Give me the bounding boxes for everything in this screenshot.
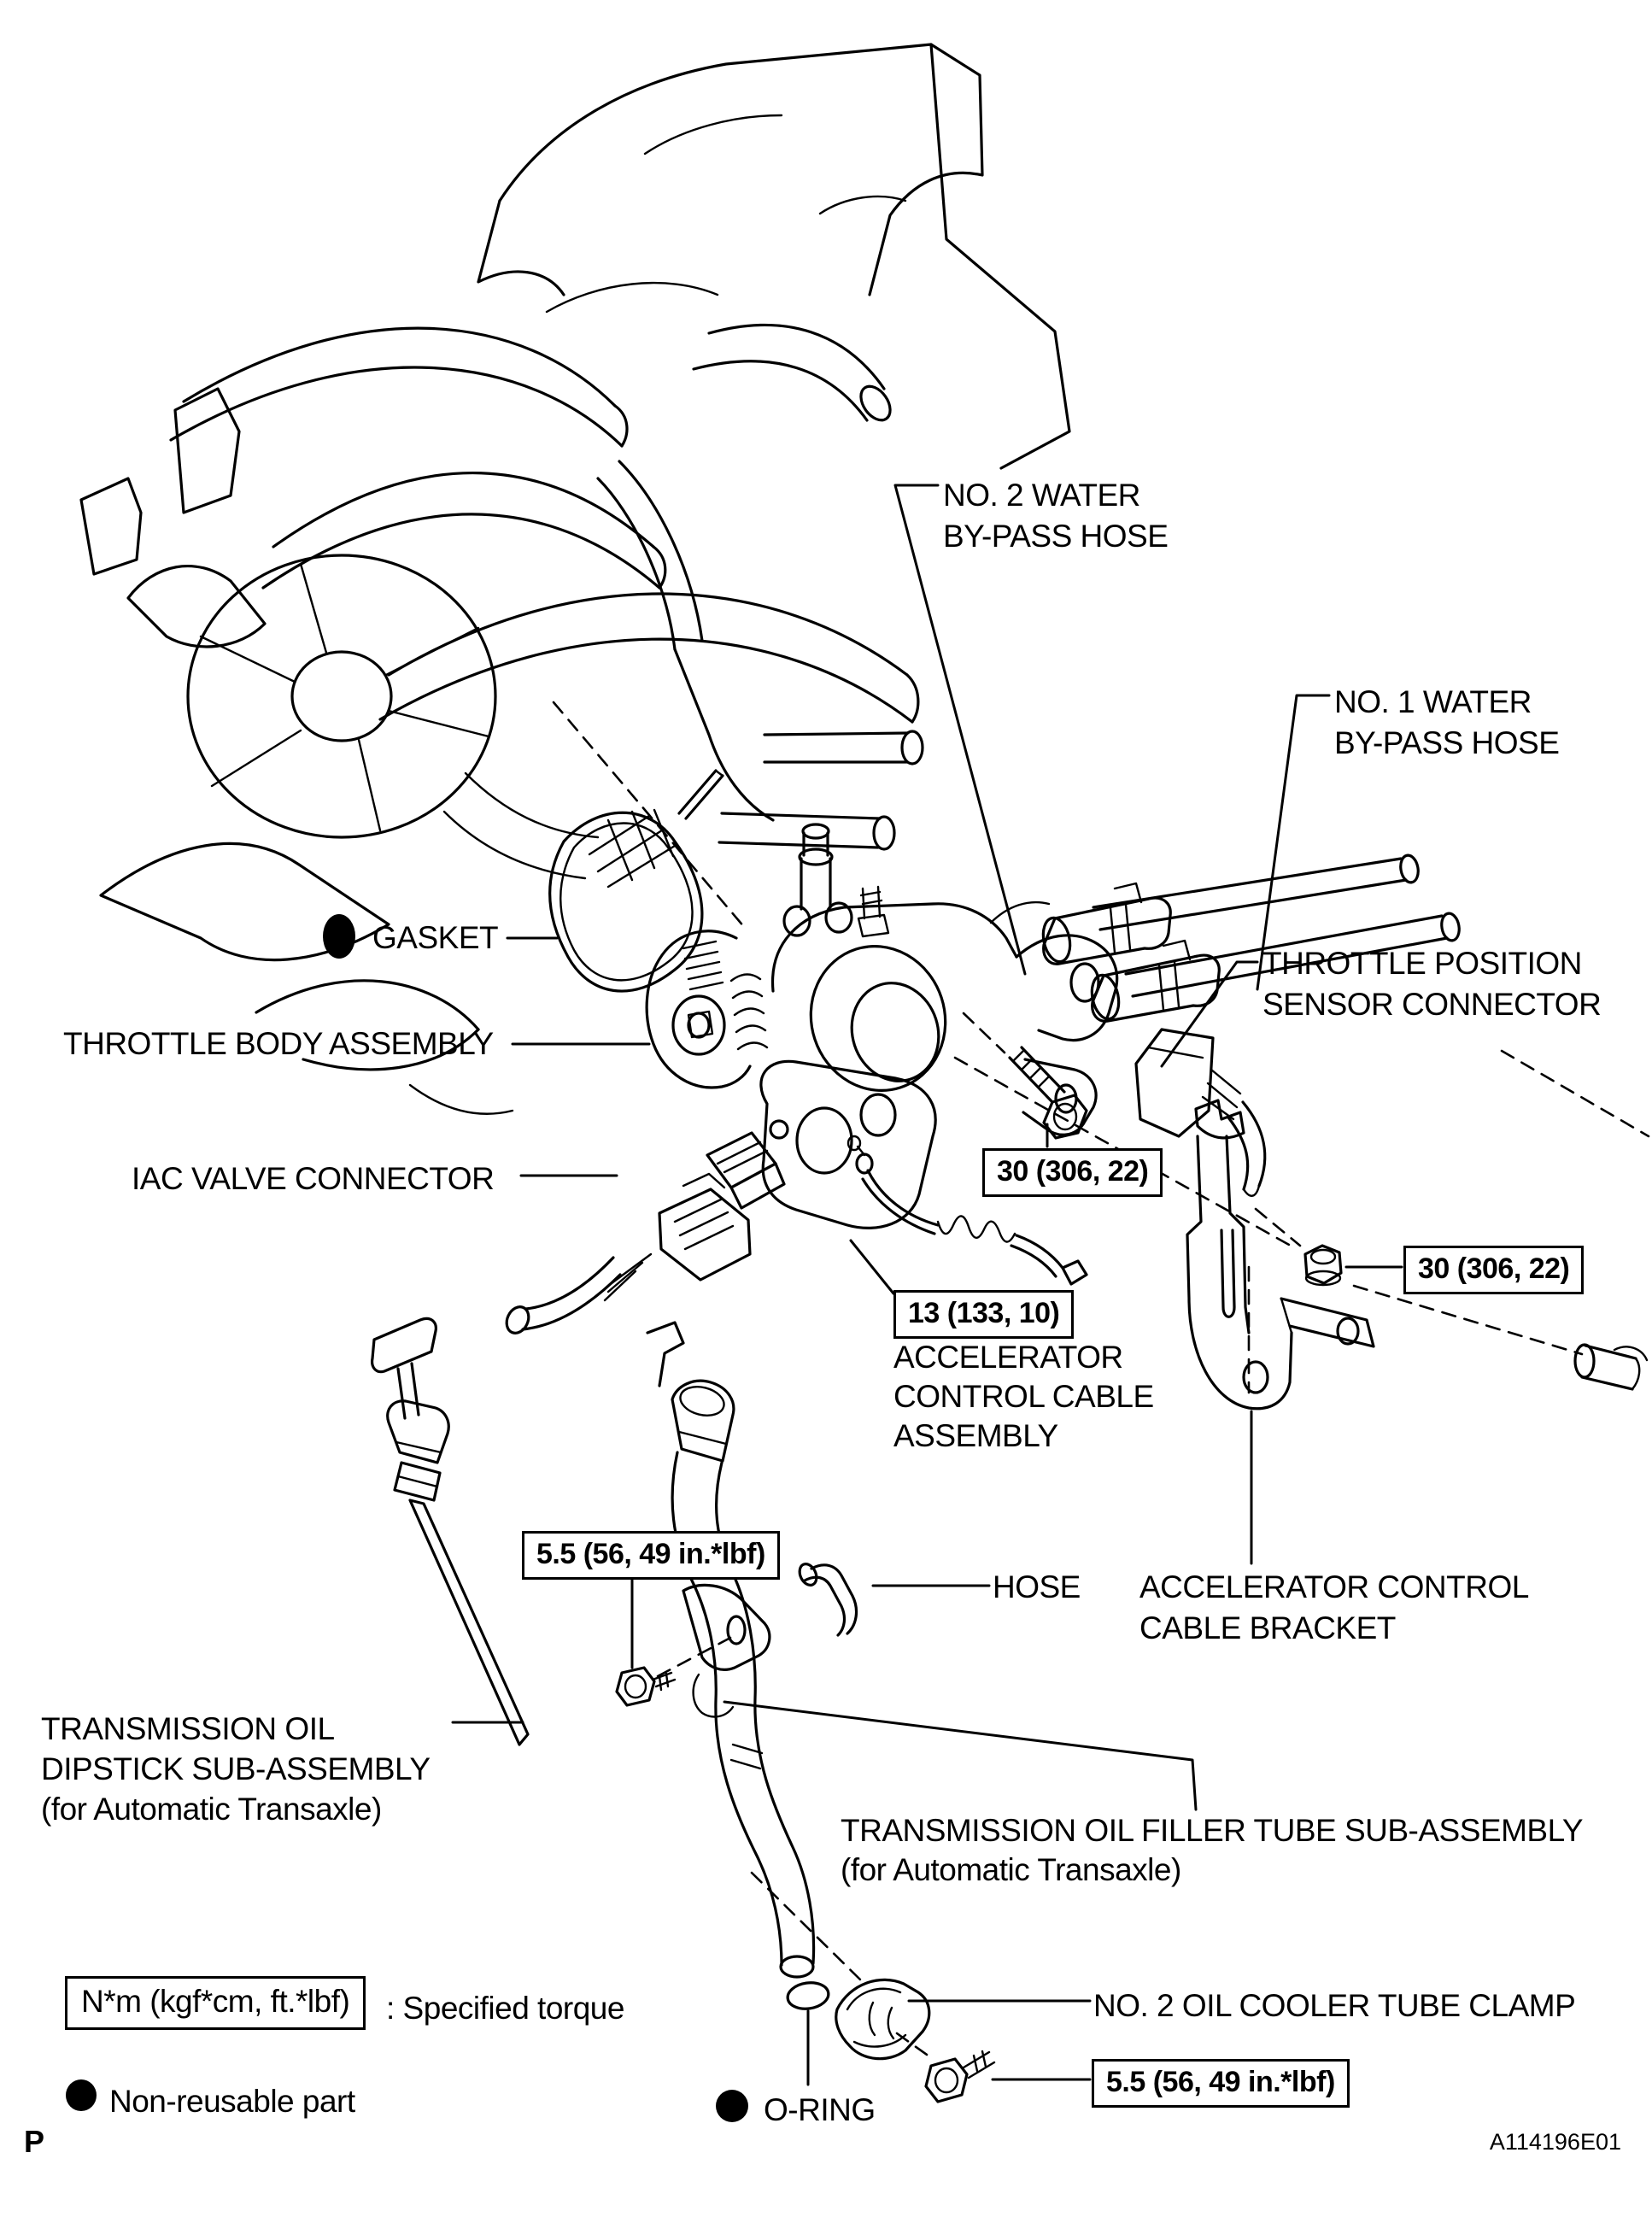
- iac-connector-drawing: [505, 1172, 752, 1334]
- label-accelerator-cable: ACCELERATOR CONTROL CABLE ASSEMBLY: [893, 1338, 1154, 1456]
- label-line: SENSOR CONNECTOR: [1262, 987, 1602, 1022]
- legend-torque-symbol-box: N*m (kgf*cm, ft.*lbf): [65, 1976, 366, 2030]
- label-line: ACCELERATOR CONTROL: [1139, 1569, 1529, 1604]
- label-accelerator-bracket: ACCELERATOR CONTROL CABLE BRACKET: [1139, 1567, 1529, 1649]
- label-gasket: GASKET: [372, 918, 499, 959]
- torque-spec-accelerator-cable: 13 (133, 10): [893, 1290, 1075, 1339]
- o-ring-drawing: [786, 1981, 830, 2010]
- label-hose: HOSE: [993, 1567, 1081, 1608]
- dipstick-drawing: [371, 1317, 530, 1746]
- tps-connector-drawing: [1134, 1028, 1267, 1197]
- torque-value: 5.5 (56, 49 in.*lbf): [536, 1538, 765, 1570]
- torque-spec-filler-tube-bolt: 5.5 (56, 49 in.*lbf): [522, 1531, 780, 1580]
- figure-code: A114196E01: [1280, 2129, 1621, 2156]
- label-no1-water-bypass-hose: NO. 1 WATER BY-PASS HOSE: [1334, 682, 1560, 764]
- non-reusable-bullet-icon: [716, 2090, 748, 2122]
- label-line: (for Automatic Transaxle): [41, 1792, 382, 1827]
- label-oil-cooler-clamp: NO. 2 OIL COOLER TUBE CLAMP: [1093, 1985, 1576, 2027]
- bolt-55b-drawing: [924, 2050, 996, 2103]
- page-marker: P: [24, 2124, 44, 2160]
- filler-tube-drawing: [646, 1321, 816, 1979]
- nut-30-drawing: [1303, 1244, 1343, 1287]
- oil-cooler-clamp-drawing: [835, 1978, 931, 2061]
- label-line: CABLE BRACKET: [1139, 1610, 1396, 1645]
- legend-non-reusable: Non-reusable part: [109, 2081, 355, 2122]
- label-line: CONTROL CABLE: [893, 1379, 1154, 1414]
- label-line: : Specified torque: [386, 1991, 624, 2026]
- label-line: NO. 2 OIL COOLER TUBE CLAMP: [1093, 1988, 1576, 2023]
- label-filler-tube: TRANSMISSION OIL FILLER TUBE SUB-ASSEMBL…: [841, 1811, 1584, 1890]
- legend-torque-symbol: N*m (kgf*cm, ft.*lbf): [81, 1984, 350, 2019]
- torque-value: 30 (306, 22): [1418, 1252, 1570, 1285]
- bolt-55a-drawing: [615, 1666, 677, 1707]
- label-throttle-position-sensor: THROTTLE POSITION SENSOR CONNECTOR: [1262, 943, 1602, 1025]
- label-line: DIPSTICK SUB-ASSEMBLY: [41, 1751, 431, 1786]
- label-throttle-body: THROTTLE BODY ASSEMBLY: [63, 1024, 494, 1065]
- engine-illustration: [79, 43, 1071, 1115]
- label-line: ACCELERATOR: [893, 1340, 1123, 1375]
- torque-value: 30 (306, 22): [997, 1155, 1149, 1188]
- gasket-drawing: [548, 769, 724, 993]
- figure-code-text: A114196E01: [1489, 2129, 1621, 2155]
- label-line: ASSEMBLY: [893, 1418, 1058, 1453]
- label-line: TRANSMISSION OIL FILLER TUBE SUB-ASSEMBL…: [841, 1813, 1584, 1848]
- label-line: THROTTLE POSITION: [1262, 946, 1582, 981]
- label-line: NO. 1 WATER: [1334, 684, 1532, 719]
- label-o-ring: O-RING: [764, 2090, 876, 2131]
- label-line: TRANSMISSION OIL: [41, 1711, 335, 1746]
- label-line: THROTTLE BODY ASSEMBLY: [63, 1026, 494, 1061]
- page-marker-text: P: [24, 2124, 45, 2159]
- hose-drawing: [798, 1563, 858, 1637]
- label-line: O-RING: [764, 2092, 876, 2127]
- torque-value: 5.5 (56, 49 in.*lbf): [1106, 2066, 1335, 2098]
- label-line: IAC VALVE CONNECTOR: [132, 1161, 495, 1196]
- label-line: BY-PASS HOSE: [1334, 725, 1560, 760]
- cable-clip-drawing: [1573, 1343, 1649, 1391]
- label-line: Non-reusable part: [109, 2084, 355, 2119]
- label-dipstick: TRANSMISSION OIL DIPSTICK SUB-ASSEMBLY (…: [41, 1709, 431, 1829]
- legend-torque-meaning: : Specified torque: [386, 1988, 624, 2029]
- label-line: BY-PASS HOSE: [943, 519, 1169, 554]
- non-reusable-bullet-icon: [66, 2079, 97, 2111]
- torque-spec-bracket-nut: 30 (306, 22): [1403, 1246, 1585, 1294]
- label-iac-valve-connector: IAC VALVE CONNECTOR: [132, 1158, 495, 1199]
- non-reusable-bullet-icon: [323, 914, 355, 959]
- water-bypass-hoses-drawing: [1041, 853, 1461, 1023]
- label-line: GASKET: [372, 920, 499, 955]
- bracket-drawing: [1186, 1099, 1375, 1411]
- bolt-30-drawing: [1008, 1046, 1088, 1140]
- label-no2-water-bypass-hose: NO. 2 WATER BY-PASS HOSE: [943, 475, 1169, 557]
- accelerator-cable-drawing: [847, 1135, 1088, 1286]
- label-line: (for Automatic Transaxle): [841, 1852, 1181, 1887]
- torque-value: 13 (133, 10): [908, 1297, 1060, 1329]
- throttle-body-drawing: [645, 823, 1119, 1229]
- torque-spec-throttle-body-bolt: 30 (306, 22): [982, 1148, 1163, 1197]
- label-line: HOSE: [993, 1569, 1081, 1604]
- leader-lines: [451, 484, 1403, 2086]
- label-line: NO. 2 WATER: [943, 478, 1140, 513]
- torque-spec-clamp-bolt: 5.5 (56, 49 in.*lbf): [1092, 2059, 1350, 2108]
